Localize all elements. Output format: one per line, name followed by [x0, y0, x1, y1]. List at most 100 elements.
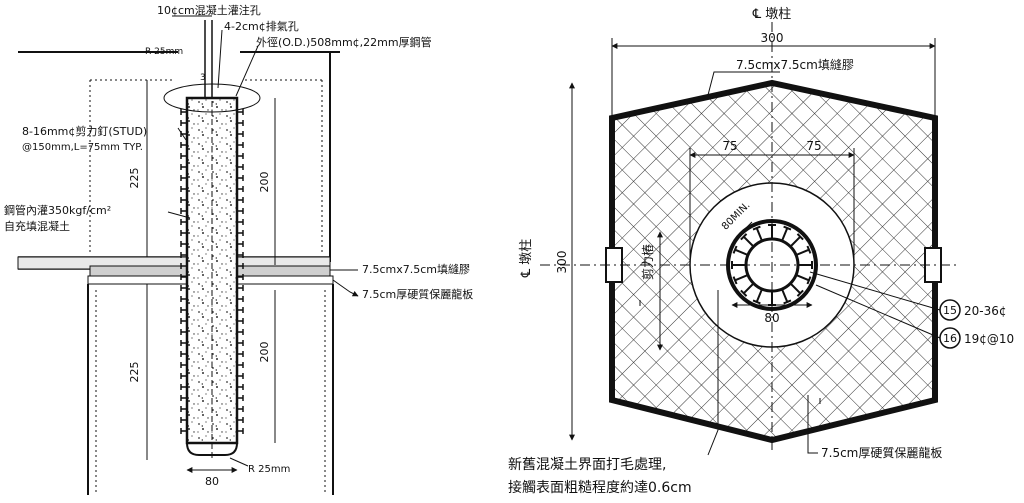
dim-upper-225: 225 [128, 168, 141, 189]
shear-stud [180, 351, 187, 357]
shear-stud [237, 274, 244, 280]
dim-80-label: 80 [764, 311, 779, 325]
shear-stud [180, 219, 187, 225]
shear-stud [237, 373, 244, 379]
shear-stud [237, 131, 244, 137]
sealant-leader [707, 71, 780, 96]
note-line1: 新舊混凝土界面打毛處理, [508, 456, 666, 473]
studs-label-line2: @150mm,L=75mm TYP. [22, 142, 143, 153]
pour-hole-label: 10¢cm混凝土灌注孔 [157, 3, 261, 17]
shear-stud [180, 362, 187, 368]
dim-300-top-ext [611, 38, 936, 118]
dim-75-right-label: 75 [806, 139, 821, 153]
steel-pipe-label: 外徑(O.D.)508mm¢,22mm厚鋼管 [256, 35, 432, 49]
dim-lower-225: 225 [128, 362, 141, 383]
right-leaders [330, 269, 358, 296]
shear-stud [180, 208, 187, 214]
vent-holes-label: 4-2cm¢排氣孔 [224, 19, 299, 33]
shear-stud [237, 219, 244, 225]
bubble-15 [939, 299, 961, 321]
shear-stud [237, 329, 244, 335]
shear-stud [237, 351, 244, 357]
shear-stud [237, 120, 244, 126]
stud-row-left [180, 109, 187, 434]
interface-leader [707, 290, 719, 456]
pier-center-side-label: ℄ 墩柱 [519, 239, 534, 278]
shear-stud [237, 340, 244, 346]
plan-centerlines [540, 22, 960, 450]
plan-stud [789, 282, 804, 297]
shear-stud [180, 340, 187, 346]
dim-75-left-label: 75 [722, 139, 737, 153]
plan-stud [789, 233, 804, 248]
shear-stud [237, 417, 244, 423]
plan-view: ℄ 墩柱 300 7.5cmx7.5cm填縫膠 75 75 ℄ 墩柱 300 剪… [508, 7, 1014, 496]
shear-stud [237, 263, 244, 269]
fill-label-line2: 自充填混凝土 [4, 219, 70, 233]
bubble-15-text: 15 [943, 304, 957, 317]
shear-stud [237, 109, 244, 115]
shear-stud [180, 384, 187, 390]
shear-stud [180, 241, 187, 247]
shear-stud [180, 373, 187, 379]
shear-stud [237, 241, 244, 247]
min-80-line [733, 221, 753, 241]
shear-stud [180, 197, 187, 203]
dim-upper-200: 200 [258, 172, 271, 193]
shear-stud [180, 329, 187, 335]
shear-stud [180, 153, 187, 159]
plan-stud [732, 245, 749, 256]
shear-stud [180, 285, 187, 291]
plan-stud [795, 245, 812, 256]
bar-spec-15: 20-36¢ [964, 304, 1007, 318]
shear-stud [180, 186, 187, 192]
bubble-16-text: 16 [943, 332, 957, 345]
plan-joint-sealant-label: 7.5cmx7.5cm填縫膠 [736, 57, 854, 72]
shear-stud [180, 318, 187, 324]
shear-stud [180, 109, 187, 115]
shear-stud [180, 274, 187, 280]
shear-stud [237, 142, 244, 148]
leader-16 [815, 284, 941, 339]
shear-stud [237, 153, 244, 159]
dim-lower-200: 200 [258, 342, 271, 363]
shear-stud [237, 428, 244, 434]
protection-board-label: 7.5cm厚硬質保麗龍板 [362, 287, 473, 301]
pier-reinforcement [95, 290, 326, 495]
shear-stud [237, 384, 244, 390]
shear-stud [237, 197, 244, 203]
shear-stud [237, 186, 244, 192]
shear-stud [180, 263, 187, 269]
plan-stud [740, 233, 755, 248]
stud-row-right [237, 109, 244, 434]
plan-protection-board-label: 7.5cm厚硬質保麗龍板 [821, 445, 942, 460]
bubble-16 [939, 327, 961, 349]
plan-stud [740, 282, 755, 297]
dim-75-ext [689, 148, 855, 265]
shear-stud [180, 230, 187, 236]
shear-stud [237, 318, 244, 324]
shear-stud [237, 406, 244, 412]
shear-stud [237, 285, 244, 291]
shear-stud [180, 307, 187, 313]
plan-stud [732, 274, 749, 285]
top-mark-label: 3 [200, 73, 206, 83]
plan-stud [781, 225, 792, 242]
pier-faces [87, 284, 334, 495]
shear-stud [180, 164, 187, 170]
side-height-label: 300 [555, 251, 569, 274]
elevation-view: 10¢cm混凝土灌注孔 4-2cm¢排氣孔 外徑(O.D.)508mm¢,22m… [4, 3, 473, 495]
shear-stud [180, 428, 187, 434]
vent-ellipse [163, 83, 261, 113]
top-width-label: 300 [761, 31, 784, 45]
shear-stud [180, 395, 187, 401]
shear-stud [237, 395, 244, 401]
shear-stud [237, 164, 244, 170]
studs-label-line1: 8-16mm¢剪力釘(STUD) [22, 124, 147, 138]
shear-stud [237, 296, 244, 302]
note-line2: 接觸表面粗糙程度約達0.6cm [508, 479, 692, 496]
leader-lines [167, 15, 259, 467]
plan-stud [795, 274, 812, 285]
plan-stud [752, 225, 763, 242]
